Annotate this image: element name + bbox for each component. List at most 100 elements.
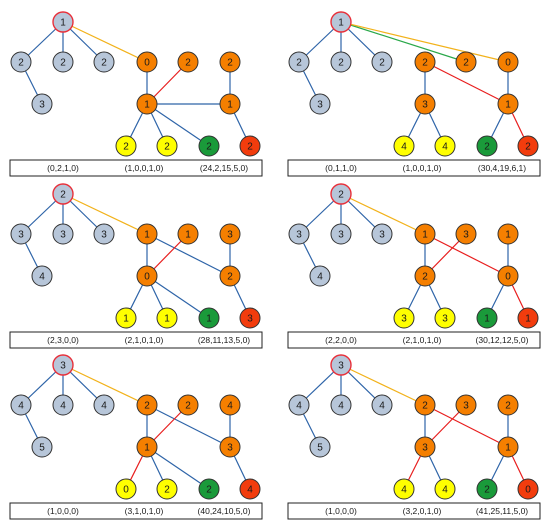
top-node-label: 1: [185, 230, 191, 241]
caption-box: (0,2,1,0)(1,0,0,1,0)(24,2,15,5,0): [9, 159, 263, 177]
leaf-node-yellow-label: 1: [123, 314, 129, 325]
top-node-label: 2: [422, 401, 428, 412]
sub-node: 5: [309, 436, 331, 458]
leaf-node-green-label: 2: [484, 142, 490, 153]
leaf-node-yellow-circle: [434, 307, 456, 329]
leaf-node-green-label: 2: [206, 142, 212, 153]
left-node: 4: [10, 394, 32, 416]
top-node-circle: [136, 394, 158, 416]
leaf-node-green-label: 1: [484, 314, 490, 325]
top-node-label: 1: [144, 230, 150, 241]
caption-tuple: (2,1,0,1,0): [125, 335, 164, 345]
top-node: 2: [177, 51, 199, 73]
root-node-circle: [52, 183, 74, 205]
sub-node-label: 4: [39, 272, 45, 283]
mid-node-circle: [136, 436, 158, 458]
mid-node-label: 2: [422, 272, 428, 283]
leaf-node-yellow-label: 4: [442, 142, 448, 153]
leaf-node-yellow-label: 0: [123, 485, 129, 496]
graph-edge: [424, 404, 509, 448]
root-node-label: 1: [338, 18, 344, 29]
leaf-node-yellow-circle: [434, 478, 456, 500]
left-node: 2: [93, 51, 115, 73]
root-node-circle: [52, 11, 74, 33]
mid-node: 1: [136, 436, 158, 458]
leaf-node-red-label: 4: [247, 485, 253, 496]
left-node: 4: [52, 394, 74, 416]
leaf-node-yellow-circle: [115, 307, 137, 329]
sub-node-label: 5: [317, 443, 323, 454]
root-node-circle: [330, 183, 352, 205]
caption-tuple: (2,2,0,0): [325, 335, 357, 345]
top-node-circle: [414, 223, 436, 245]
caption-tuple: (1,0,0,1,0): [125, 163, 164, 173]
left-node-circle: [52, 394, 74, 416]
graph-edge: [340, 21, 467, 63]
caption-tuple: (41,25,11,5,0): [476, 506, 528, 516]
top-node-label: 2: [185, 401, 191, 412]
mid-node-label: 3: [227, 443, 233, 454]
sub-node: 4: [309, 265, 331, 287]
top-node: 2: [136, 394, 158, 416]
root-node-circle: [330, 11, 352, 33]
left-node-circle: [330, 223, 352, 245]
mid-node-label: 1: [144, 100, 150, 111]
edge-layer: [20, 193, 251, 319]
mid-node-circle: [497, 93, 519, 115]
top-node: 0: [136, 51, 158, 73]
left-node: 2: [371, 51, 393, 73]
mid-node: 1: [136, 93, 158, 115]
left-node: 3: [10, 223, 32, 245]
mid-node: 0: [136, 265, 158, 287]
left-node: 2: [288, 51, 310, 73]
mid-node: 3: [414, 436, 436, 458]
edge-layer: [298, 364, 529, 490]
left-node-circle: [10, 223, 32, 245]
top-node: 2: [414, 394, 436, 416]
caption-tuple: (28,11,13,5,0): [198, 335, 250, 345]
leaf-node-green-circle: [198, 307, 220, 329]
left-node-label: 3: [60, 230, 66, 241]
leaf-node-yellow: 4: [393, 478, 415, 500]
graph-edge: [146, 103, 210, 147]
mid-node-circle: [497, 436, 519, 458]
root-node-label: 3: [60, 361, 66, 372]
root-node: 1: [52, 11, 74, 33]
top-node-label: 3: [463, 401, 469, 412]
caption-tuple: (1,0,0,0): [47, 506, 79, 516]
top-node-label: 1: [505, 230, 511, 241]
graph-edge: [146, 446, 210, 490]
left-node-label: 2: [18, 58, 24, 69]
leaf-node-red: 2: [239, 135, 261, 157]
leaf-node-red-label: 0: [525, 485, 531, 496]
edge-layer: [20, 364, 251, 490]
leaf-node-red-circle: [239, 478, 261, 500]
top-node-label: 4: [227, 401, 233, 412]
mid-node-label: 1: [227, 100, 233, 111]
leaf-node-yellow-circle: [393, 135, 415, 157]
mid-node: 2: [219, 265, 241, 287]
leaf-node-red: 2: [517, 135, 539, 157]
graph-edge: [424, 233, 509, 277]
top-node-label: 2: [422, 58, 428, 69]
top-node-circle: [136, 51, 158, 73]
top-node: 3: [455, 223, 477, 245]
left-node-circle: [93, 394, 115, 416]
graph-edge: [340, 364, 426, 406]
root-node: 3: [330, 354, 352, 376]
mid-node: 3: [414, 93, 436, 115]
caption-tuple: (1,0,0,1,0): [403, 163, 442, 173]
left-node-circle: [288, 223, 310, 245]
left-node-label: 3: [101, 230, 107, 241]
leaf-node-yellow: 1: [156, 307, 178, 329]
left-node-circle: [93, 223, 115, 245]
left-node: 4: [371, 394, 393, 416]
leaf-node-green: 2: [198, 135, 220, 157]
sub-node: 4: [31, 265, 53, 287]
graph-edge: [340, 193, 426, 235]
top-node-circle: [414, 394, 436, 416]
leaf-node-red: 0: [517, 478, 539, 500]
left-node: 3: [93, 223, 115, 245]
